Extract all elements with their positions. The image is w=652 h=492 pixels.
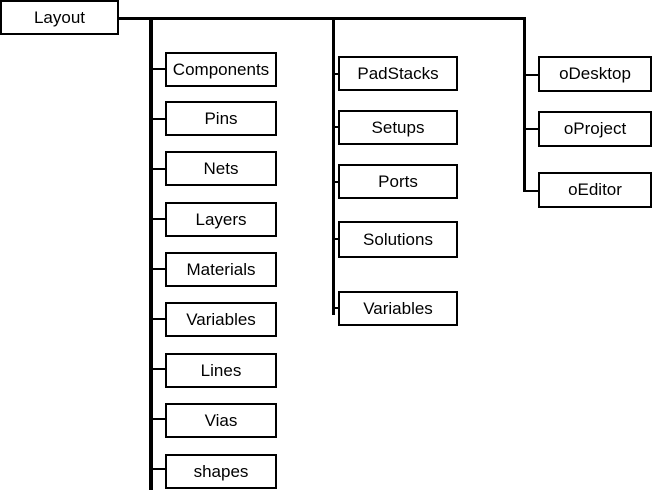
branch-line: [333, 181, 338, 183]
node-pins: Pins: [165, 101, 277, 136]
branch-line: [151, 418, 165, 420]
node-materials: Materials: [165, 252, 277, 287]
branch-line: [524, 128, 538, 130]
col1-trunk: [149, 17, 153, 490]
col3-trunk: [523, 17, 526, 192]
node-variables-col2: Variables: [338, 291, 458, 326]
branch-line: [333, 307, 338, 309]
branch-line: [524, 190, 538, 192]
col2-trunk: [332, 17, 335, 315]
node-lines: Lines: [165, 353, 277, 388]
node-nets: Nets: [165, 151, 277, 186]
node-variables-col1: Variables: [165, 302, 277, 337]
branch-line: [333, 126, 338, 128]
node-shapes: shapes: [165, 454, 277, 489]
branch-line: [333, 238, 338, 240]
branch-line: [333, 73, 338, 75]
node-setups: Setups: [338, 110, 458, 145]
node-padstacks: PadStacks: [338, 56, 458, 91]
branch-line: [151, 68, 165, 70]
node-odesktop: oDesktop: [538, 56, 652, 92]
root-node: Layout: [0, 0, 119, 35]
node-oproject: oProject: [538, 111, 652, 147]
branch-line: [151, 268, 165, 270]
node-oeditor: oEditor: [538, 172, 652, 208]
branch-line: [151, 218, 165, 220]
branch-line: [151, 168, 165, 170]
node-ports: Ports: [338, 164, 458, 199]
branch-line: [151, 368, 165, 370]
branch-line: [151, 468, 165, 470]
branch-line: [524, 74, 538, 76]
node-solutions: Solutions: [338, 221, 458, 258]
branch-line: [151, 118, 165, 120]
root-connector: [118, 17, 526, 20]
branch-line: [151, 318, 165, 320]
node-layers: Layers: [165, 202, 277, 237]
node-components: Components: [165, 52, 277, 87]
node-vias: Vias: [165, 403, 277, 438]
